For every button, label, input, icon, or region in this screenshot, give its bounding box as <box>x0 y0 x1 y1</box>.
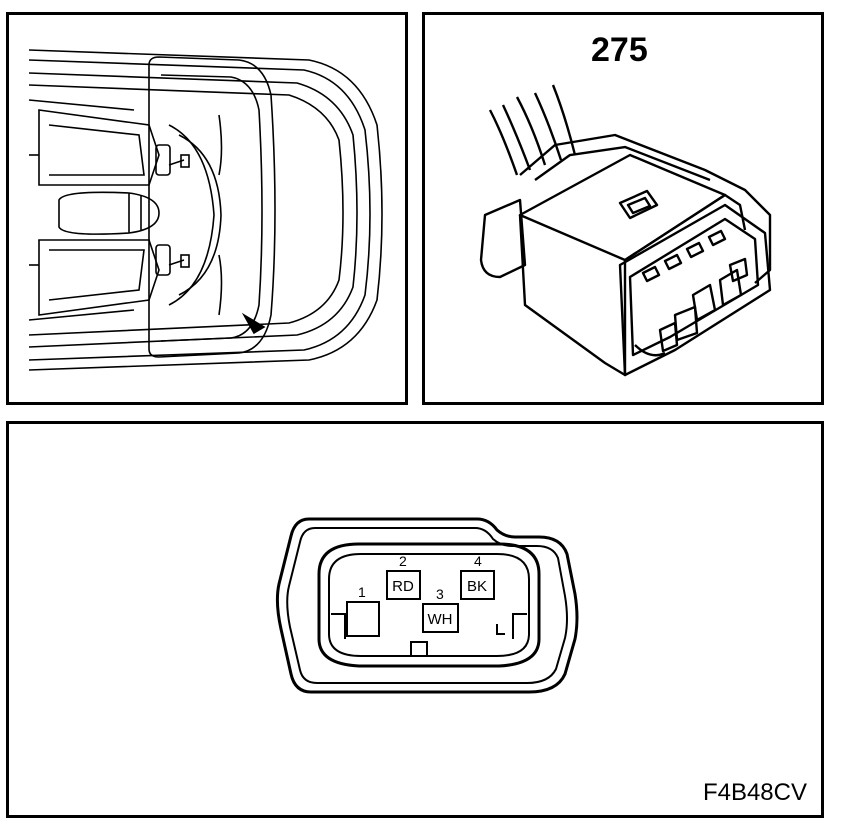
pin-4-number: 4 <box>474 553 482 569</box>
vehicle-top-view-illustration <box>28 49 383 371</box>
connector-number: 275 <box>591 31 648 69</box>
pin-4-color: BK <box>467 578 487 595</box>
location-view-panel <box>6 12 408 405</box>
pin-3-terminal <box>422 603 459 633</box>
connector-view-panel: 275 <box>422 12 824 405</box>
pinout-panel: 1 2 3 4 RD WH BK F4B48CV <box>6 421 824 818</box>
pin-3-number: 3 <box>436 586 444 602</box>
pin-2-color: RD <box>392 578 414 595</box>
pin-1-number: 1 <box>358 584 366 600</box>
figure-code: F4B48CV <box>702 779 807 806</box>
pin-2-number: 2 <box>399 553 407 569</box>
pin-2-terminal <box>386 570 421 600</box>
connector-face-diagram: 1 2 3 4 RD WH BK <box>275 517 579 694</box>
connector-outer-shell <box>275 517 579 694</box>
connector-cavity <box>317 542 541 668</box>
pin-4-terminal <box>460 570 495 600</box>
pin-1-terminal <box>346 601 380 637</box>
connector-perspective-illustration <box>479 84 772 377</box>
pin-3-color: WH <box>428 611 453 628</box>
